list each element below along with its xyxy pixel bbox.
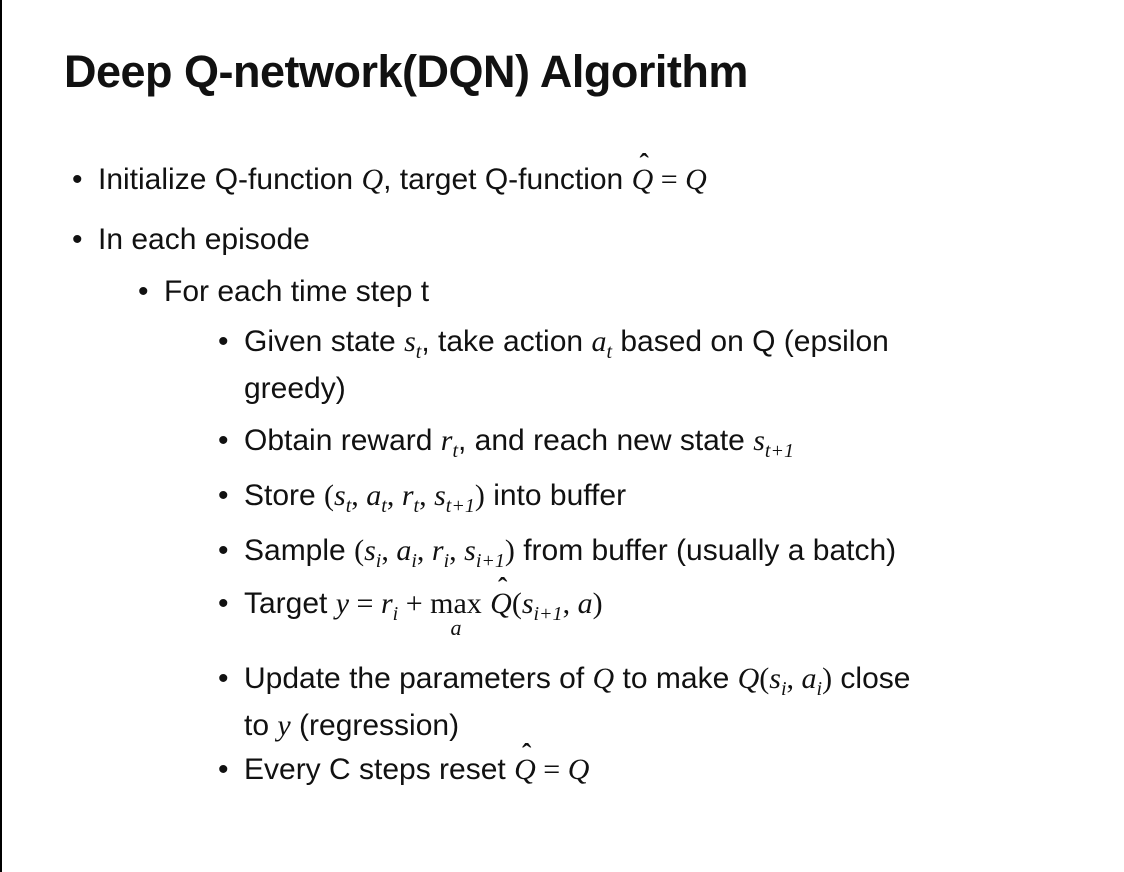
bullet-text: Sample (si, ai, ri, si+1) from buffer (u… — [244, 534, 897, 572]
bullet-item: • Obtain reward rt, and reach new state s… — [2, 419, 1114, 466]
bullet-marker: • — [218, 587, 229, 620]
bullet-text: In each episode — [98, 223, 310, 256]
bullet-text: Store (st, at, rt, st+1) into buffer — [244, 479, 627, 517]
bullet-text: Initialize Q-function Q, target Q-functi… — [98, 149, 707, 202]
bullet-marker: • — [218, 479, 229, 512]
bullet-item: • Update the parameters of Q to make Q(si… — [2, 657, 1114, 748]
bullet-item: • For each time step t — [2, 270, 1114, 314]
slide-title: Deep Q-network(DQN) Algorithm — [64, 46, 748, 97]
bullet-text: Given state st, take action at based on … — [244, 325, 889, 405]
bullet-list: • Initialize Q-function Q, target Q-funct… — [2, 149, 1114, 792]
bullet-marker: • — [138, 275, 149, 308]
bullet-item: • Store (st, at, rt, st+1) into buffer — [2, 474, 1114, 521]
bullet-marker: • — [72, 163, 83, 196]
bullet-marker: • — [72, 223, 83, 256]
bullet-text: Obtain reward rt, and reach new state st… — [244, 424, 794, 462]
bullet-marker: • — [218, 325, 229, 358]
bullet-item: • Initialize Q-function Q, target Q-funct… — [2, 149, 1114, 202]
bullet-item: • Given state st, take action at based on… — [2, 320, 1114, 411]
bullet-marker: • — [218, 753, 229, 786]
bullet-marker: • — [218, 424, 229, 457]
bullet-text: For each time step t — [164, 275, 430, 308]
bullet-text: Update the parameters of Q to make Q(si,… — [244, 662, 911, 742]
bullet-marker: • — [218, 662, 229, 695]
bullet-item: • In each episode — [2, 218, 1114, 262]
bullet-marker: • — [218, 534, 229, 567]
bullet-item: • Sample (si, ai, ri, si+1) from buffer (… — [2, 529, 1114, 576]
